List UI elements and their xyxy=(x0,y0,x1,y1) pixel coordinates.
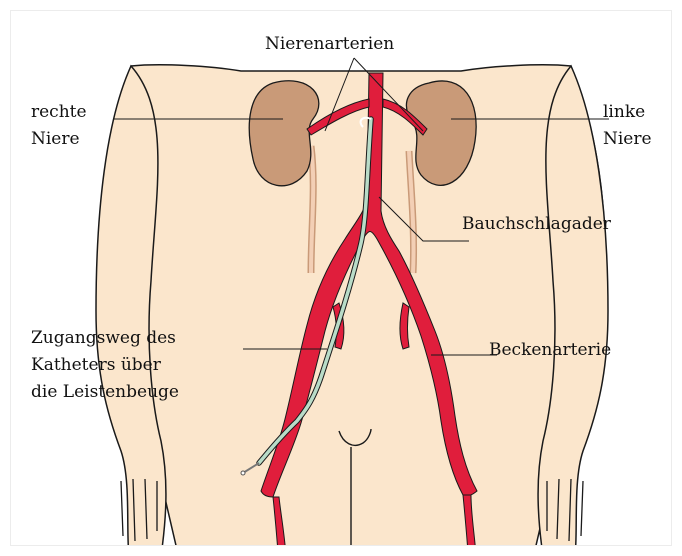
body-silhouette xyxy=(96,65,608,546)
right-ureter-inner xyxy=(311,146,313,273)
torso xyxy=(102,65,605,546)
label-left-kidney: linke Niere xyxy=(603,99,652,153)
label-renal-arteries: Nierenarterien xyxy=(265,31,394,58)
illustration-frame: Nierenarterien rechte Niere linke Niere … xyxy=(10,10,672,546)
label-aorta: Bauchschlagader xyxy=(462,211,611,238)
label-right-kidney: rechte Niere xyxy=(31,99,87,153)
guidewire-end xyxy=(241,471,245,475)
left-internal-iliac xyxy=(400,303,409,349)
label-iliac-artery: Beckenarterie xyxy=(489,337,611,364)
anatomy-illustration xyxy=(11,11,672,546)
label-catheter-route: Zugangsweg des Katheters über die Leiste… xyxy=(31,325,179,406)
